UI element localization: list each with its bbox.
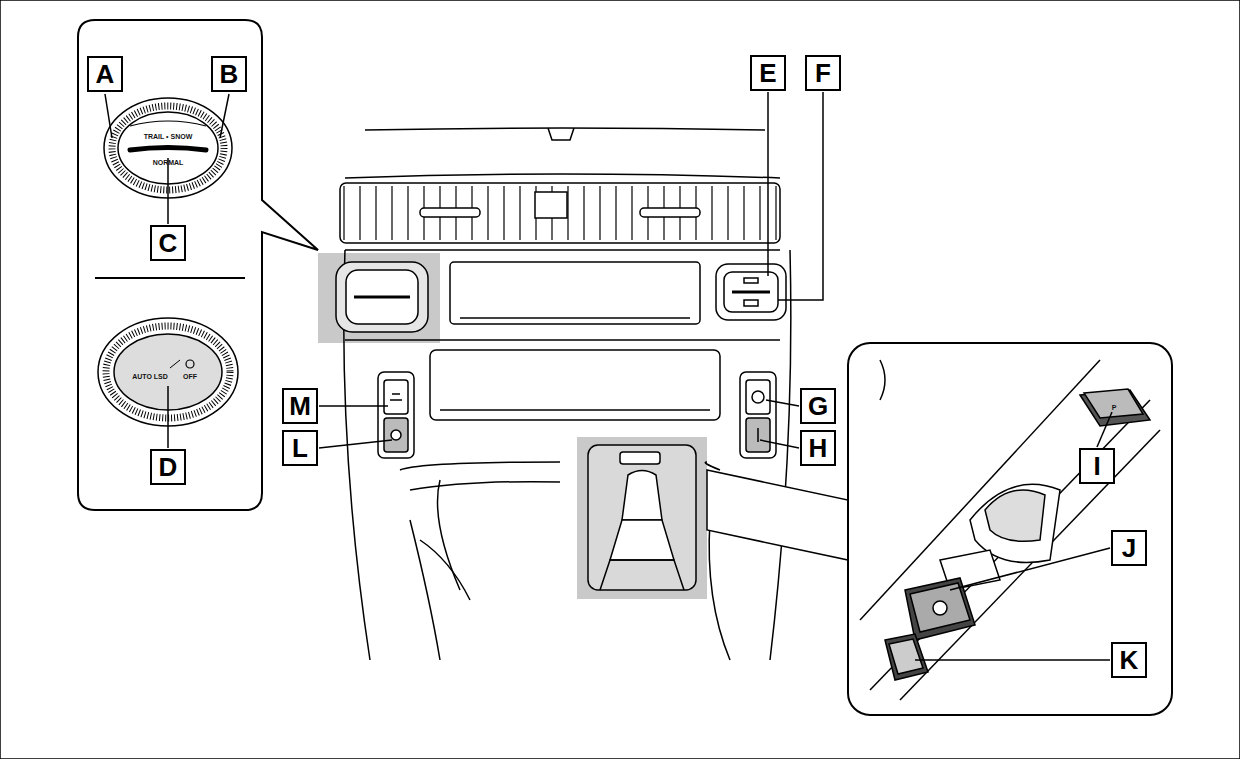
switch-pair [378, 372, 414, 458]
callout-letter: H [800, 430, 836, 466]
detail-panel [848, 343, 1172, 715]
leader-line [105, 92, 1112, 660]
switch-knob [716, 264, 786, 320]
divider [95, 277, 245, 279]
dashboard [340, 128, 791, 660]
highlight-area [318, 253, 440, 343]
switch-marking: NORMAL [153, 159, 184, 166]
callout-letter: M [282, 388, 318, 424]
shift-lever [588, 445, 696, 590]
switch-marking: P [1112, 404, 1117, 411]
switch-marking: AUTO LSD [132, 373, 168, 380]
detail-panel [78, 20, 318, 510]
shifter-detail [860, 360, 1160, 700]
switch-marking: TRAIL • SNOW [144, 133, 193, 140]
callout-letter: F [805, 55, 841, 91]
highlight-area [577, 437, 707, 599]
callout-letter: I [1079, 448, 1115, 484]
callout-letter: G [800, 388, 836, 424]
callout-letter: A [87, 56, 123, 92]
switch-pair [740, 372, 776, 458]
switch-marking: OFF [183, 373, 197, 380]
callout-letter: K [1111, 642, 1147, 678]
callout-letter: E [750, 55, 786, 91]
inset-pointer [707, 470, 848, 560]
callout-letter: L [282, 430, 318, 466]
callout-letter: J [1111, 530, 1147, 566]
callout-letter: B [211, 56, 247, 92]
callout-letter: D [150, 449, 186, 485]
dial [336, 262, 428, 332]
callout-letter: C [150, 225, 186, 261]
